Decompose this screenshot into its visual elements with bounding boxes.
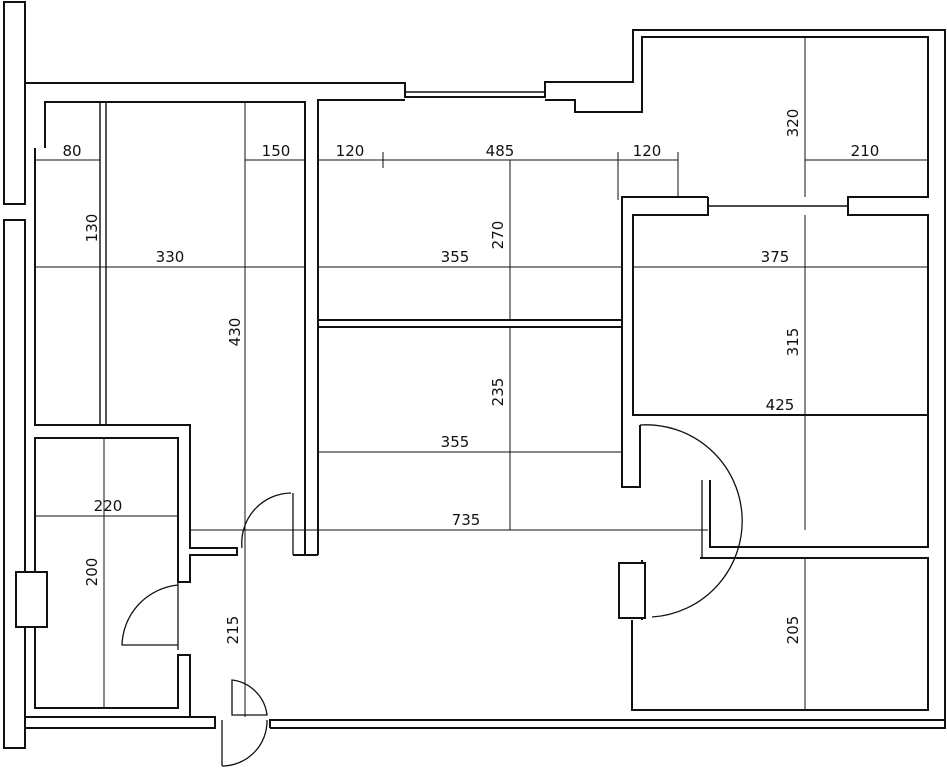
dim-label-320: 320 xyxy=(784,109,802,138)
dim-label-355b: 355 xyxy=(441,433,470,451)
door-hall xyxy=(241,492,294,555)
dim-label-210: 210 xyxy=(851,142,880,160)
door-right-room xyxy=(639,424,743,618)
dim-label-330: 330 xyxy=(156,248,185,266)
dim-label-80: 80 xyxy=(62,142,81,160)
dim-label-220: 220 xyxy=(94,497,123,515)
dim-label-485: 485 xyxy=(486,142,515,160)
doors xyxy=(121,424,743,767)
dim-label-205: 205 xyxy=(784,616,802,645)
dim-label-315: 315 xyxy=(784,328,802,357)
dim-label-130: 130 xyxy=(83,214,101,243)
dim-label-200: 200 xyxy=(83,558,101,587)
left-room-outline xyxy=(34,148,238,718)
dimension-labels: 80 150 120 485 120 210 330 355 375 425 3… xyxy=(62,109,879,645)
dim-label-270: 270 xyxy=(489,221,507,250)
top-wall-inner xyxy=(44,101,306,555)
door-entrance xyxy=(221,679,268,767)
fixtures xyxy=(15,562,646,628)
dim-label-235: 235 xyxy=(489,378,507,407)
top-wall-middle xyxy=(317,99,405,555)
door-left-room xyxy=(121,582,179,650)
bottom-right-room xyxy=(631,557,929,711)
right-room-wall xyxy=(632,197,928,416)
dim-label-375: 375 xyxy=(761,248,790,266)
dim-label-215: 215 xyxy=(224,616,242,645)
bottom-wall xyxy=(24,716,216,748)
dim-label-355a: 355 xyxy=(441,248,470,266)
dim-label-150: 150 xyxy=(262,142,291,160)
left-wall-upper xyxy=(3,1,26,205)
bottom-wall-right xyxy=(269,719,946,729)
top-wall-right-inner xyxy=(545,36,929,548)
dim-label-735: 735 xyxy=(452,511,481,529)
top-wall-outer xyxy=(25,29,946,720)
radiator-left xyxy=(15,571,48,628)
dim-label-425: 425 xyxy=(766,396,795,414)
left-wall-lower xyxy=(3,219,26,749)
middle-partition xyxy=(317,319,623,328)
dimension-lines xyxy=(35,37,928,717)
dim-label-120b: 120 xyxy=(633,142,662,160)
radiator-right xyxy=(618,562,646,619)
dim-label-120a: 120 xyxy=(336,142,365,160)
dim-label-430: 430 xyxy=(226,318,244,347)
walls xyxy=(3,1,946,749)
right-room-top xyxy=(621,196,708,488)
